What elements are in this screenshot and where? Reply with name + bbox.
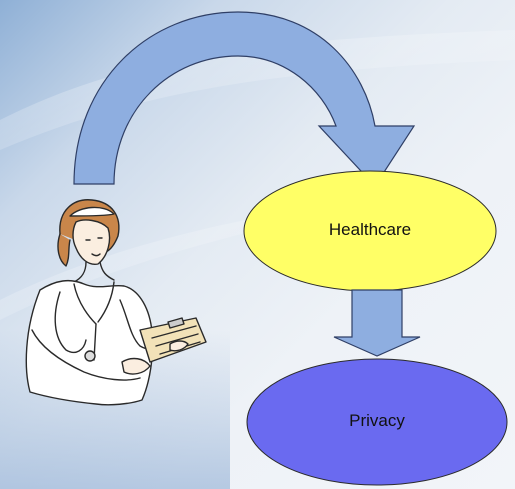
curved-arrow (73, 11, 416, 187)
privacy-label: Privacy (349, 411, 405, 430)
healthcare-label: Healthcare (328, 220, 412, 239)
down-arrow (333, 289, 421, 357)
privacy-node (246, 358, 508, 486)
nurse-with-clipboard-icon (25, 199, 207, 406)
